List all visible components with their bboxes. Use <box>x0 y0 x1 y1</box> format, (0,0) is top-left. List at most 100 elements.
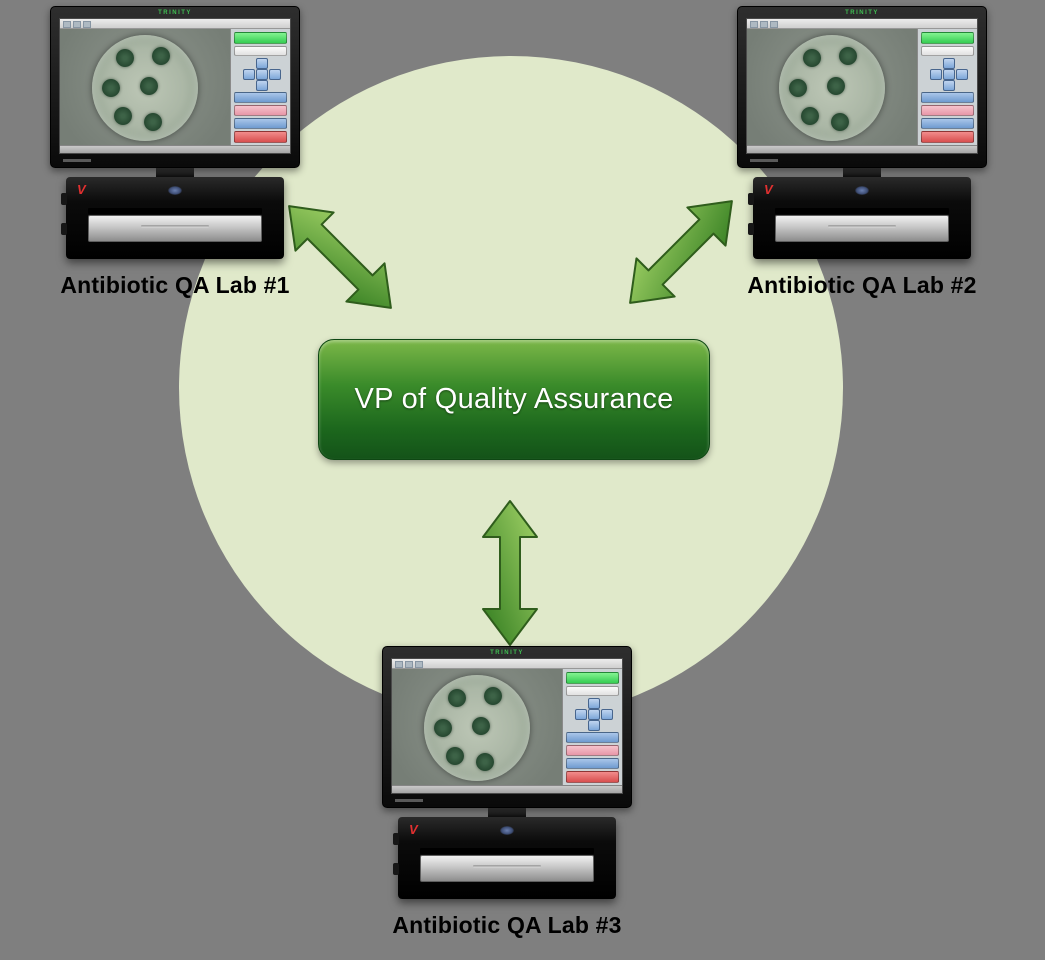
info-row <box>921 46 974 56</box>
lab1-workstation: TRINITY <box>45 6 305 299</box>
nav-center-button <box>256 69 268 80</box>
plate-image-area <box>392 669 562 786</box>
control-panel <box>562 669 622 786</box>
inhibition-zone <box>102 78 120 97</box>
nav-up-button <box>943 58 955 69</box>
lab1-label: Antibiotic QA Lab #1 <box>60 272 290 298</box>
toolbar-icon <box>63 21 71 28</box>
nav-center-button <box>943 69 955 80</box>
panel-button-blue <box>234 118 287 129</box>
monitor-model-text <box>750 159 778 162</box>
nav-right-button <box>601 709 613 720</box>
inhibition-zone <box>144 112 162 131</box>
inhibition-zone <box>484 686 502 705</box>
lab3-analysis-screen <box>391 658 623 794</box>
inhibition-zone <box>446 746 464 765</box>
nav-up-button <box>256 58 268 69</box>
lab3-label: Antibiotic QA Lab #3 <box>392 912 622 938</box>
inhibition-zone <box>116 48 134 67</box>
v-logo: V <box>764 182 773 197</box>
lab2-label: Antibiotic QA Lab #2 <box>747 272 977 298</box>
trinity-brand-label: TRINITY <box>845 10 879 16</box>
drawer-slot <box>775 208 949 214</box>
lab2-analysis-screen <box>746 18 978 154</box>
navigation-pad <box>234 58 287 91</box>
toolbar-icon <box>415 661 423 668</box>
lab1-monitor: TRINITY <box>50 6 300 168</box>
arrow-lab1-center <box>288 205 392 309</box>
instrument-latch <box>393 863 399 875</box>
plate-drawer <box>775 215 949 242</box>
instrument-latch <box>393 833 399 845</box>
lab3-monitor: TRINITY <box>382 646 632 808</box>
panel-button-red <box>921 131 974 143</box>
instrument-latch <box>748 223 754 235</box>
nav-down-button <box>943 80 955 91</box>
lab1-analysis-screen <box>59 18 291 154</box>
v-logo: V <box>409 822 418 837</box>
toolbar-icon <box>750 21 758 28</box>
reader-instrument: V <box>61 177 284 259</box>
nav-center-button <box>588 709 600 720</box>
toolbar-icon <box>73 21 81 28</box>
monitor-stand <box>488 808 526 817</box>
petri-dish-image <box>92 34 198 141</box>
arrow-lab2-center <box>629 200 733 304</box>
inhibition-zone <box>140 76 158 95</box>
panel-button-pink <box>234 105 287 116</box>
petri-dish-image <box>424 674 530 781</box>
info-row <box>234 46 287 56</box>
spider-logo <box>168 186 182 195</box>
vp-box-label: VP of Quality Assurance <box>354 383 674 415</box>
instrument-latch <box>748 193 754 205</box>
reader-instrument: V <box>393 817 616 899</box>
inhibition-zone <box>448 688 466 707</box>
instrument-latch <box>61 223 67 235</box>
plate-drawer <box>420 855 594 882</box>
screen-status-bar <box>60 145 290 153</box>
drawer-slot <box>420 848 594 854</box>
nav-up-button <box>588 698 600 709</box>
inhibition-zone <box>472 716 490 735</box>
lab2-workstation: TRINITY <box>732 6 992 299</box>
accept-button <box>921 32 974 44</box>
inhibition-zone <box>152 46 170 65</box>
nav-down-button <box>256 80 268 91</box>
nav-right-button <box>269 69 281 80</box>
accept-button <box>234 32 287 44</box>
plate-image-area <box>747 29 917 146</box>
panel-button-blue <box>566 732 619 743</box>
panel-button-red <box>566 771 619 783</box>
lab3-workstation: TRINITY <box>377 646 637 939</box>
panel-button-red <box>234 131 287 143</box>
toolbar-icon <box>405 661 413 668</box>
toolbar-icon <box>395 661 403 668</box>
panel-button-pink <box>566 745 619 756</box>
arrow-lab3-center <box>482 500 538 646</box>
nav-left-button <box>575 709 587 720</box>
panel-button-blue <box>921 92 974 103</box>
screen-toolbar <box>60 19 290 29</box>
plate-drawer <box>88 215 262 242</box>
inhibition-zone <box>831 112 849 131</box>
drawer-slot <box>88 208 262 214</box>
screen-toolbar <box>747 19 977 29</box>
spider-logo <box>855 186 869 195</box>
control-panel <box>917 29 977 146</box>
monitor-stand <box>843 168 881 177</box>
vp-quality-assurance-box: VP of Quality Assurance <box>318 339 710 460</box>
inhibition-zone <box>476 752 494 771</box>
instrument-latch <box>61 193 67 205</box>
trinity-brand-label: TRINITY <box>490 650 524 656</box>
reader-instrument: V <box>748 177 971 259</box>
screen-status-bar <box>392 785 622 793</box>
nav-right-button <box>956 69 968 80</box>
inhibition-zone <box>434 718 452 737</box>
toolbar-icon <box>83 21 91 28</box>
panel-button-blue <box>234 92 287 103</box>
navigation-pad <box>566 698 619 731</box>
nav-down-button <box>588 720 600 731</box>
panel-button-pink <box>921 105 974 116</box>
screen-status-bar <box>747 145 977 153</box>
